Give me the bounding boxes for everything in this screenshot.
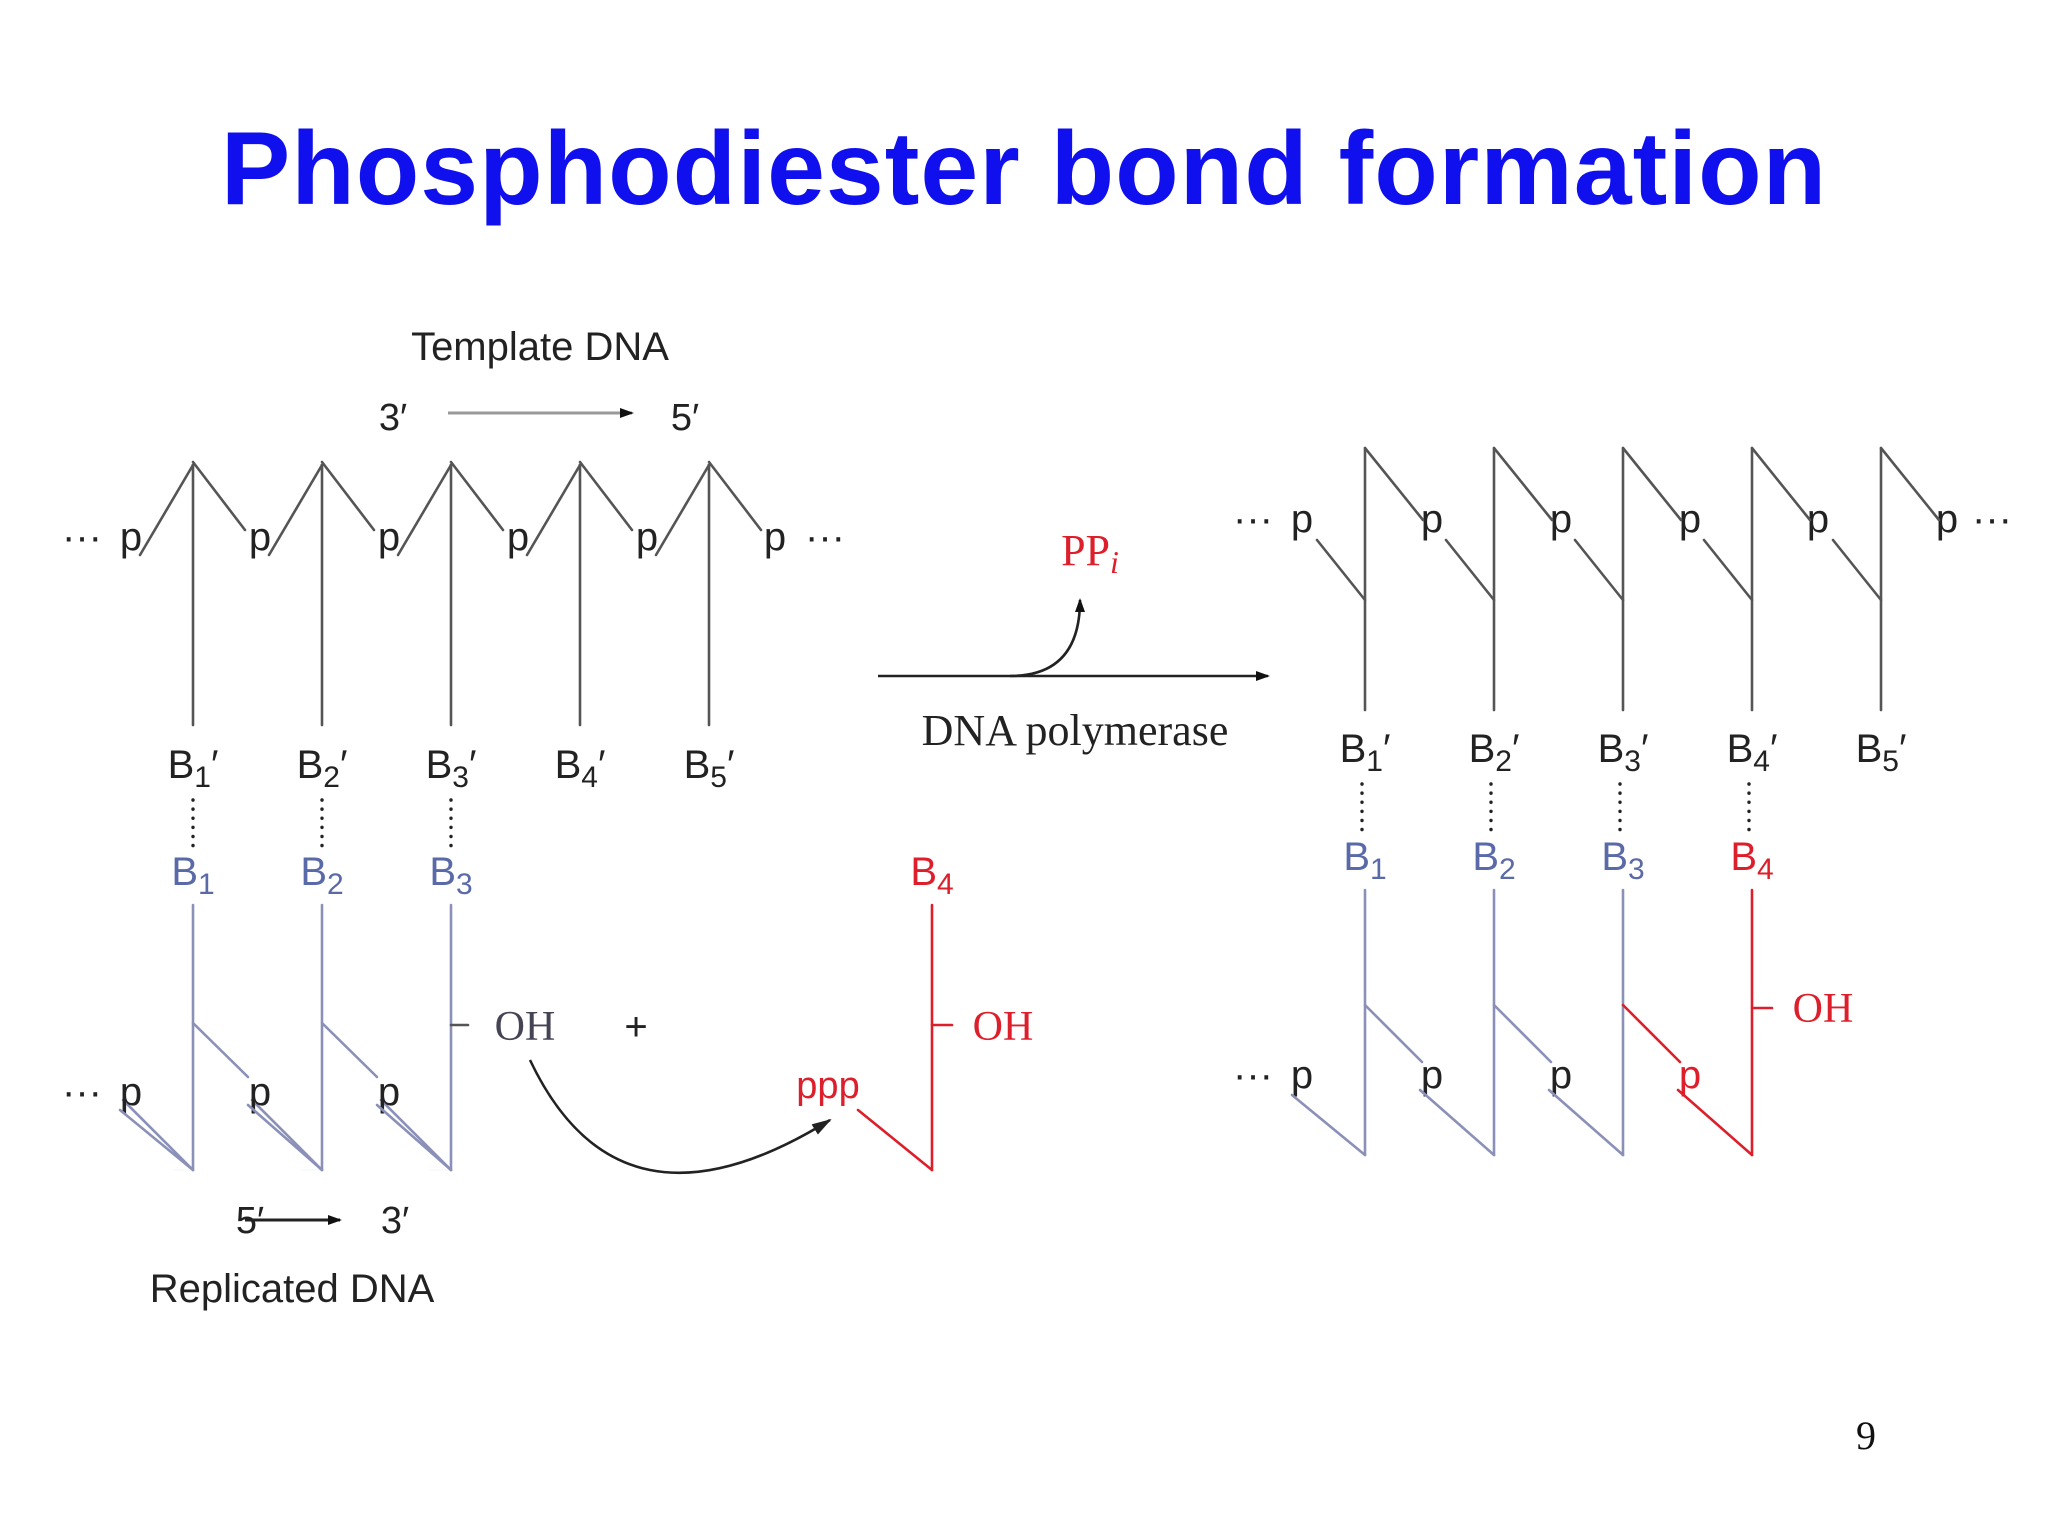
template-base-label: B4′ bbox=[1727, 727, 1778, 778]
incoming-base-label: B4 bbox=[910, 850, 953, 901]
new-base-label: B1 bbox=[1343, 835, 1386, 886]
template-base-label: B5′ bbox=[684, 743, 735, 794]
ppi-release-arrow bbox=[1009, 598, 1085, 678]
new-base-label: B2 bbox=[300, 850, 343, 901]
template-backbone-up bbox=[320, 460, 376, 532]
new-phosphate-bond bbox=[246, 1103, 324, 1172]
new-phosphate-bond bbox=[1290, 1093, 1367, 1157]
new-base-label: B3 bbox=[1601, 835, 1644, 886]
new-phosphodiester-bond bbox=[1676, 1088, 1754, 1157]
template-phosphate-bond bbox=[1444, 538, 1496, 602]
template-backbone-up bbox=[1750, 446, 1812, 522]
template-phosphate-label: p bbox=[1291, 497, 1313, 541]
new-three-prime-oh: OH bbox=[1793, 986, 1854, 1032]
template-phosphate-label: p bbox=[1421, 497, 1443, 541]
plus-sign: + bbox=[624, 1005, 647, 1049]
template-backbone-up bbox=[191, 460, 247, 532]
new-phosphate-label: p bbox=[1421, 1053, 1443, 1097]
incoming-oh: OH bbox=[973, 1004, 1034, 1050]
template-base-label: B5′ bbox=[1856, 727, 1907, 778]
new-phosphate-bond bbox=[1418, 1088, 1496, 1157]
new-phosphate-label: p bbox=[1291, 1053, 1313, 1097]
template-phosphate-label: p bbox=[249, 515, 271, 559]
template-base-label: B4′ bbox=[555, 743, 606, 794]
template-phosphate-bond bbox=[654, 463, 711, 557]
template-backbone-up bbox=[1492, 446, 1554, 522]
template-phosphate-label: p bbox=[507, 515, 529, 559]
new-phosphate-label: p bbox=[120, 1070, 142, 1114]
template-base-label: B2′ bbox=[297, 743, 348, 794]
template-ellipsis-right: ··· bbox=[1972, 497, 2012, 541]
new-sugar-branch bbox=[191, 1021, 250, 1079]
slide-title: Phosphodiester bond formation bbox=[220, 111, 1828, 227]
new-backbone-diagonal bbox=[121, 1098, 195, 1172]
new-sugar-branch bbox=[1363, 1003, 1424, 1064]
new-sugar-branch bbox=[320, 1021, 379, 1079]
new-phosphate-bond bbox=[1547, 1088, 1625, 1157]
new-base-label: B1 bbox=[171, 850, 214, 901]
template-backbone-up bbox=[1621, 446, 1683, 522]
template-phosphate-label: p bbox=[1936, 497, 1958, 541]
template-phosphate-bond bbox=[138, 463, 195, 557]
dna-polymerase-label: DNA polymerase bbox=[922, 706, 1229, 755]
new-base-label: B3 bbox=[429, 850, 472, 901]
new-phosphate-bond bbox=[375, 1103, 453, 1172]
replicated-dna-label: Replicated DNA bbox=[150, 1267, 435, 1311]
new-sugar-branch-bond bbox=[1621, 1003, 1682, 1064]
template-base-label: B2′ bbox=[1469, 727, 1520, 778]
template-phosphate-bond bbox=[1702, 538, 1754, 602]
incoming-phosphate-bond bbox=[856, 1108, 934, 1172]
template-phosphate-bond bbox=[525, 463, 582, 557]
template-ellipsis-left: ··· bbox=[1233, 497, 1273, 541]
template-phosphate-label: p bbox=[378, 515, 400, 559]
new-phosphate-label: p bbox=[1550, 1053, 1572, 1097]
new-phosphate-bond bbox=[118, 1108, 195, 1172]
replicated-ellipsis: ··· bbox=[1233, 1053, 1273, 1097]
template-phosphate-bond bbox=[1831, 538, 1883, 602]
template-backbone-up bbox=[707, 460, 763, 532]
page-number: 9 bbox=[1856, 1413, 1876, 1458]
replicated-ellipsis: ··· bbox=[62, 1070, 102, 1114]
template-phosphate-label: p bbox=[764, 515, 786, 559]
template-phosphate-bond bbox=[396, 463, 453, 557]
new-phosphodiester-p: p bbox=[1679, 1053, 1701, 1097]
new-phosphate-label: p bbox=[378, 1070, 400, 1114]
template-backbone-up bbox=[578, 460, 634, 532]
template-dir-start: 3′ bbox=[379, 397, 407, 439]
incoming-ppp: ppp bbox=[796, 1065, 859, 1107]
template-phosphate-label: p bbox=[1679, 497, 1701, 541]
new-sugar-branch bbox=[1492, 1003, 1553, 1064]
template-phosphate-label: p bbox=[120, 515, 142, 559]
template-phosphate-bond bbox=[1573, 538, 1625, 602]
template-ellipsis-left: ··· bbox=[62, 515, 102, 559]
template-base-label: B1′ bbox=[168, 743, 219, 794]
template-phosphate-bond bbox=[267, 463, 324, 557]
template-backbone-up bbox=[449, 460, 505, 532]
template-base-label: B3′ bbox=[1598, 727, 1649, 778]
template-phosphate-label: p bbox=[636, 515, 658, 559]
template-phosphate-label: p bbox=[1807, 497, 1829, 541]
added-base-label: B4 bbox=[1730, 835, 1773, 886]
template-backbone-up bbox=[1879, 446, 1941, 522]
template-dna-label: Template DNA bbox=[411, 325, 669, 369]
new-phosphate-label: p bbox=[249, 1070, 271, 1114]
nucleophilic-attack-arrow bbox=[528, 1059, 832, 1174]
replicated-dir-end: 3′ bbox=[381, 1200, 409, 1242]
pyrophosphate-label: PPi bbox=[1061, 526, 1119, 580]
template-base-label: B3′ bbox=[426, 743, 477, 794]
template-dir-end: 5′ bbox=[671, 397, 699, 439]
new-base-label: B2 bbox=[1472, 835, 1515, 886]
template-phosphate-label: p bbox=[1550, 497, 1572, 541]
template-backbone-up bbox=[1363, 446, 1425, 522]
template-base-label: B1′ bbox=[1340, 727, 1391, 778]
three-prime-oh: OH bbox=[495, 1004, 556, 1050]
template-phosphate-bond bbox=[1315, 538, 1367, 602]
template-ellipsis-right: ··· bbox=[805, 515, 845, 559]
